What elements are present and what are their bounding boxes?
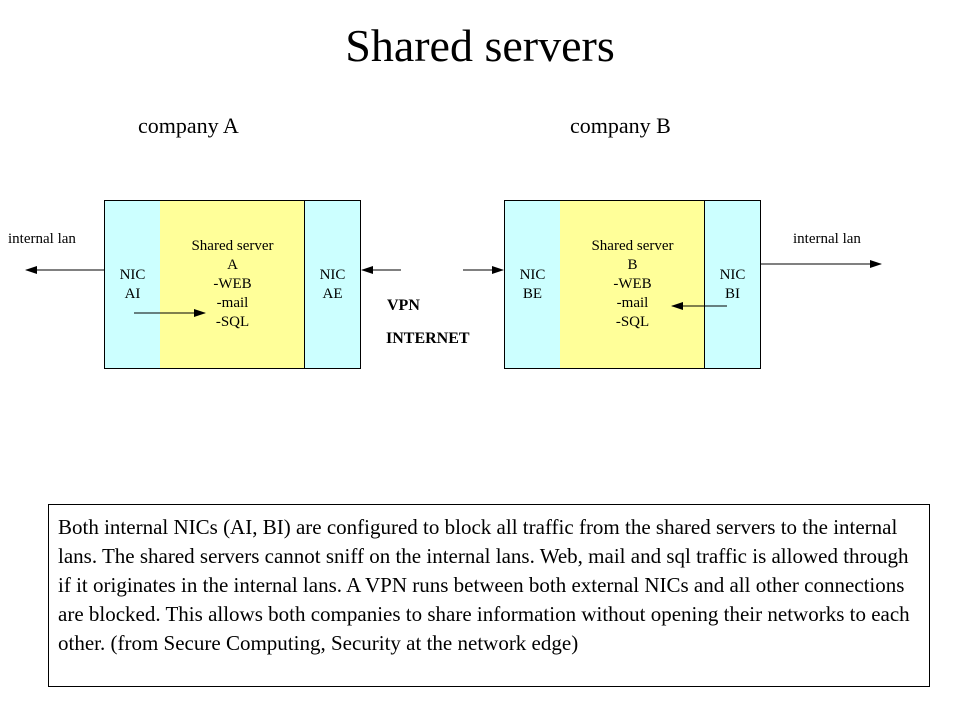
- page-title: Shared servers: [345, 20, 615, 71]
- nic-be-label: NIC BE: [519, 267, 546, 302]
- description-box: Both internal NICs (AI, BI) are configur…: [48, 504, 930, 687]
- shared-server-a-label: Shared server A -WEB -mail -SQL: [191, 238, 274, 330]
- internet-label: INTERNET: [386, 330, 470, 347]
- internal-lan-b-label: internal lan: [793, 231, 861, 247]
- shared-server-b-box: Shared server B -WEB -mail -SQL: [560, 200, 705, 369]
- nic-be-box: NIC BE: [504, 200, 561, 369]
- nic-bi-label: NIC BI: [719, 267, 746, 302]
- nic-ae-label: NIC AE: [319, 267, 346, 302]
- vpn-label: VPN: [387, 297, 420, 314]
- shared-server-b-label: Shared server B -WEB -mail -SQL: [591, 238, 674, 330]
- nic-ae-box: NIC AE: [304, 200, 361, 369]
- internal-lan-a-label: internal lan: [8, 231, 76, 247]
- nic-bi-box: NIC BI: [704, 200, 761, 369]
- company-a-label: company A: [138, 113, 239, 138]
- company-b-label: company B: [570, 113, 671, 138]
- shared-server-a-box: Shared server A -WEB -mail -SQL: [160, 200, 305, 369]
- nic-ai-label: NIC AI: [119, 267, 146, 302]
